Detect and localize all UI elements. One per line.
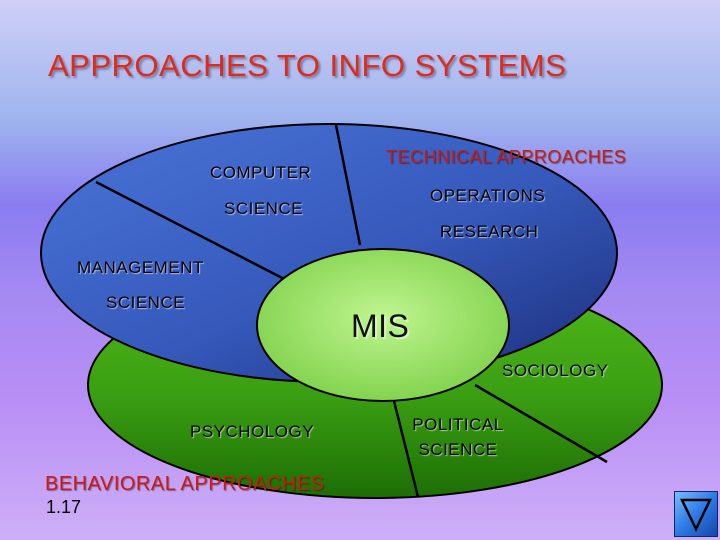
behavioral-approaches-heading: BEHAVIORAL APPROACHES [45,473,325,495]
slide-number: 1.17 [46,497,82,517]
divider-political-sociology [474,383,608,464]
back-nav-button[interactable] [674,491,718,537]
divider-computer-management [95,180,291,284]
mis-label: MIS [351,308,410,344]
computer-science-line2: SCIENCE [224,199,304,218]
operations-research-line2: RESEARCH [440,222,539,241]
management-science-line2: SCIENCE [106,293,186,312]
computer-science-line1: COMPUTER [210,163,312,182]
technical-approaches-heading: TECHNICAL APPROACHES [386,147,627,167]
psychology-label: PSYCHOLOGY [190,422,315,441]
sociology-label: SOCIOLOGY [502,361,609,380]
management-science-line1: MANAGEMENT [77,258,204,277]
back-triangle-icon [680,498,712,532]
divider-psychology-political [391,396,420,498]
political-science-line1: POLITICAL [412,415,504,434]
political-science-line2: SCIENCE [418,440,498,459]
divider-computer-operations [334,124,362,246]
mis-center-disc [256,248,510,402]
slide-title: APPROACHES TO INFO SYSTEMS [48,48,567,83]
operations-research-line1: OPERATIONS [430,186,546,205]
